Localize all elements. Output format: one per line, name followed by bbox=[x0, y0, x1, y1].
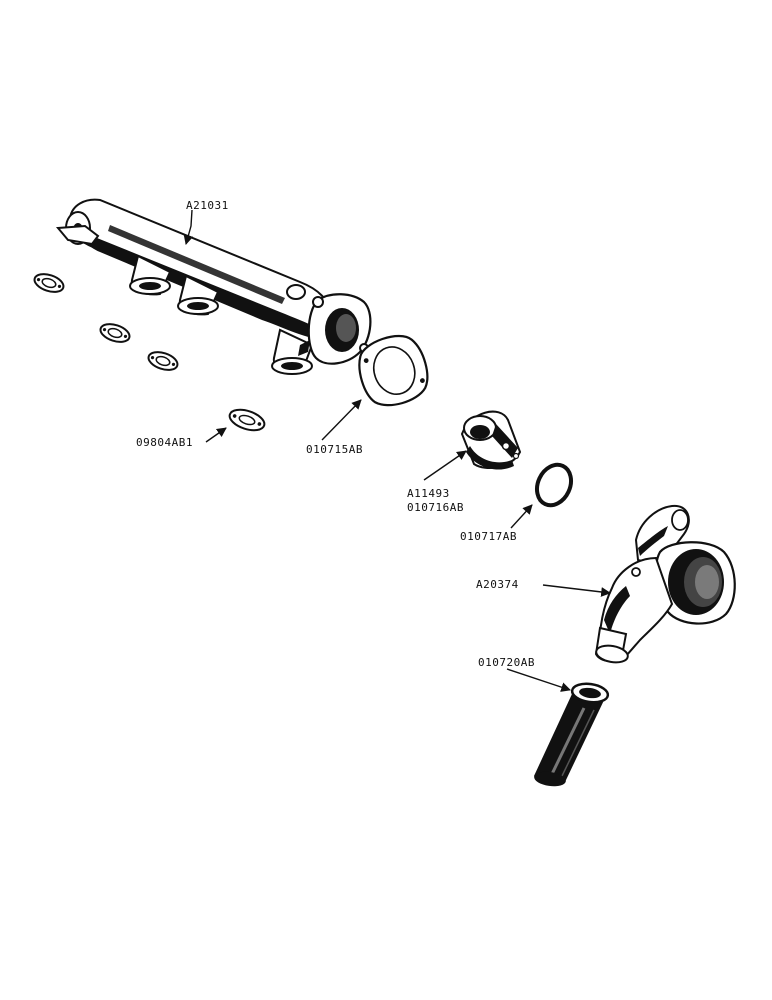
label-09804ab1: 09804AB1 bbox=[136, 436, 193, 449]
label-a21031: A21031 bbox=[186, 199, 229, 212]
flange-gasket-drawing bbox=[358, 334, 429, 407]
label-a20374: A20374 bbox=[476, 578, 519, 591]
outlet-elbow-drawing bbox=[594, 504, 736, 664]
thermostat-drawing bbox=[460, 410, 522, 470]
port-gaskets-drawing bbox=[33, 273, 266, 432]
o-ring-drawing bbox=[534, 462, 574, 508]
label-010720ab: 010720AB bbox=[478, 656, 535, 669]
hose-drawing bbox=[534, 682, 610, 787]
manifold-drawing bbox=[55, 198, 372, 375]
label-010715ab: 010715AB bbox=[306, 443, 363, 456]
label-010716ab: 010716AB bbox=[407, 501, 464, 514]
label-010717ab: 010717AB bbox=[460, 530, 517, 543]
label-a11493: A11493 bbox=[407, 487, 450, 500]
leader-lines bbox=[183, 209, 611, 692]
